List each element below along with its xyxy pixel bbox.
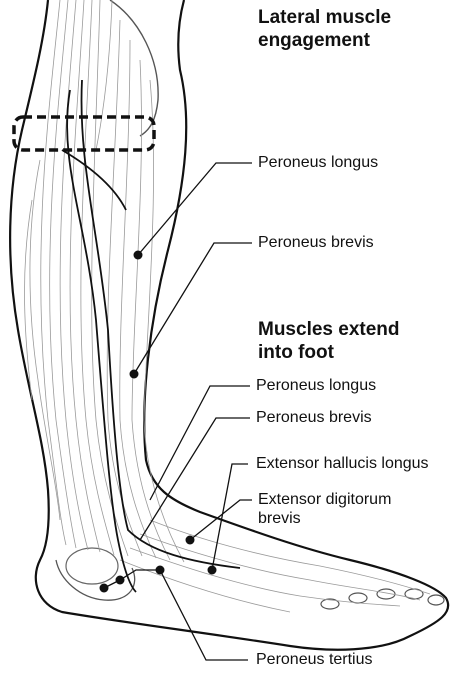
heading-line: Muscles extend: [258, 319, 400, 340]
leader-lines: [103, 162, 252, 661]
label-extensor-hallucis-longus: Extensor hallucis longus: [256, 455, 429, 472]
label-peroneus-longus-upper: Peroneus longus: [258, 154, 379, 171]
label-line: brevis: [258, 510, 301, 527]
heading-line: Lateral muscle: [258, 7, 392, 28]
label-peroneus-brevis-lower: Peroneus brevis: [256, 409, 372, 426]
attachment-dots: [99, 250, 217, 593]
heel-contour: [55, 559, 136, 601]
leg-outline: [9, 0, 450, 651]
label-peroneus-tertius: Peroneus tertius: [256, 651, 373, 668]
tendons: [61, 79, 241, 593]
heading-line: engagement: [258, 30, 370, 51]
heading-line: into foot: [258, 342, 334, 363]
muscle-fibers: [24, 0, 431, 613]
label-peroneus-longus-lower: Peroneus longus: [256, 377, 377, 394]
label-line: Extensor digitorum: [258, 491, 392, 508]
heading-lateral-muscle-engagement: Lateral muscle engagement: [258, 6, 391, 52]
knee-contour: [109, 0, 159, 137]
label-extensor-digitorum-brevis: Extensor digitorum brevis: [258, 490, 391, 528]
ankle-bone: [65, 547, 119, 585]
heading-muscles-extend-into-foot: Muscles extend into foot: [258, 318, 400, 364]
label-peroneus-brevis-upper: Peroneus brevis: [258, 234, 374, 251]
highlight-region: [12, 115, 156, 152]
